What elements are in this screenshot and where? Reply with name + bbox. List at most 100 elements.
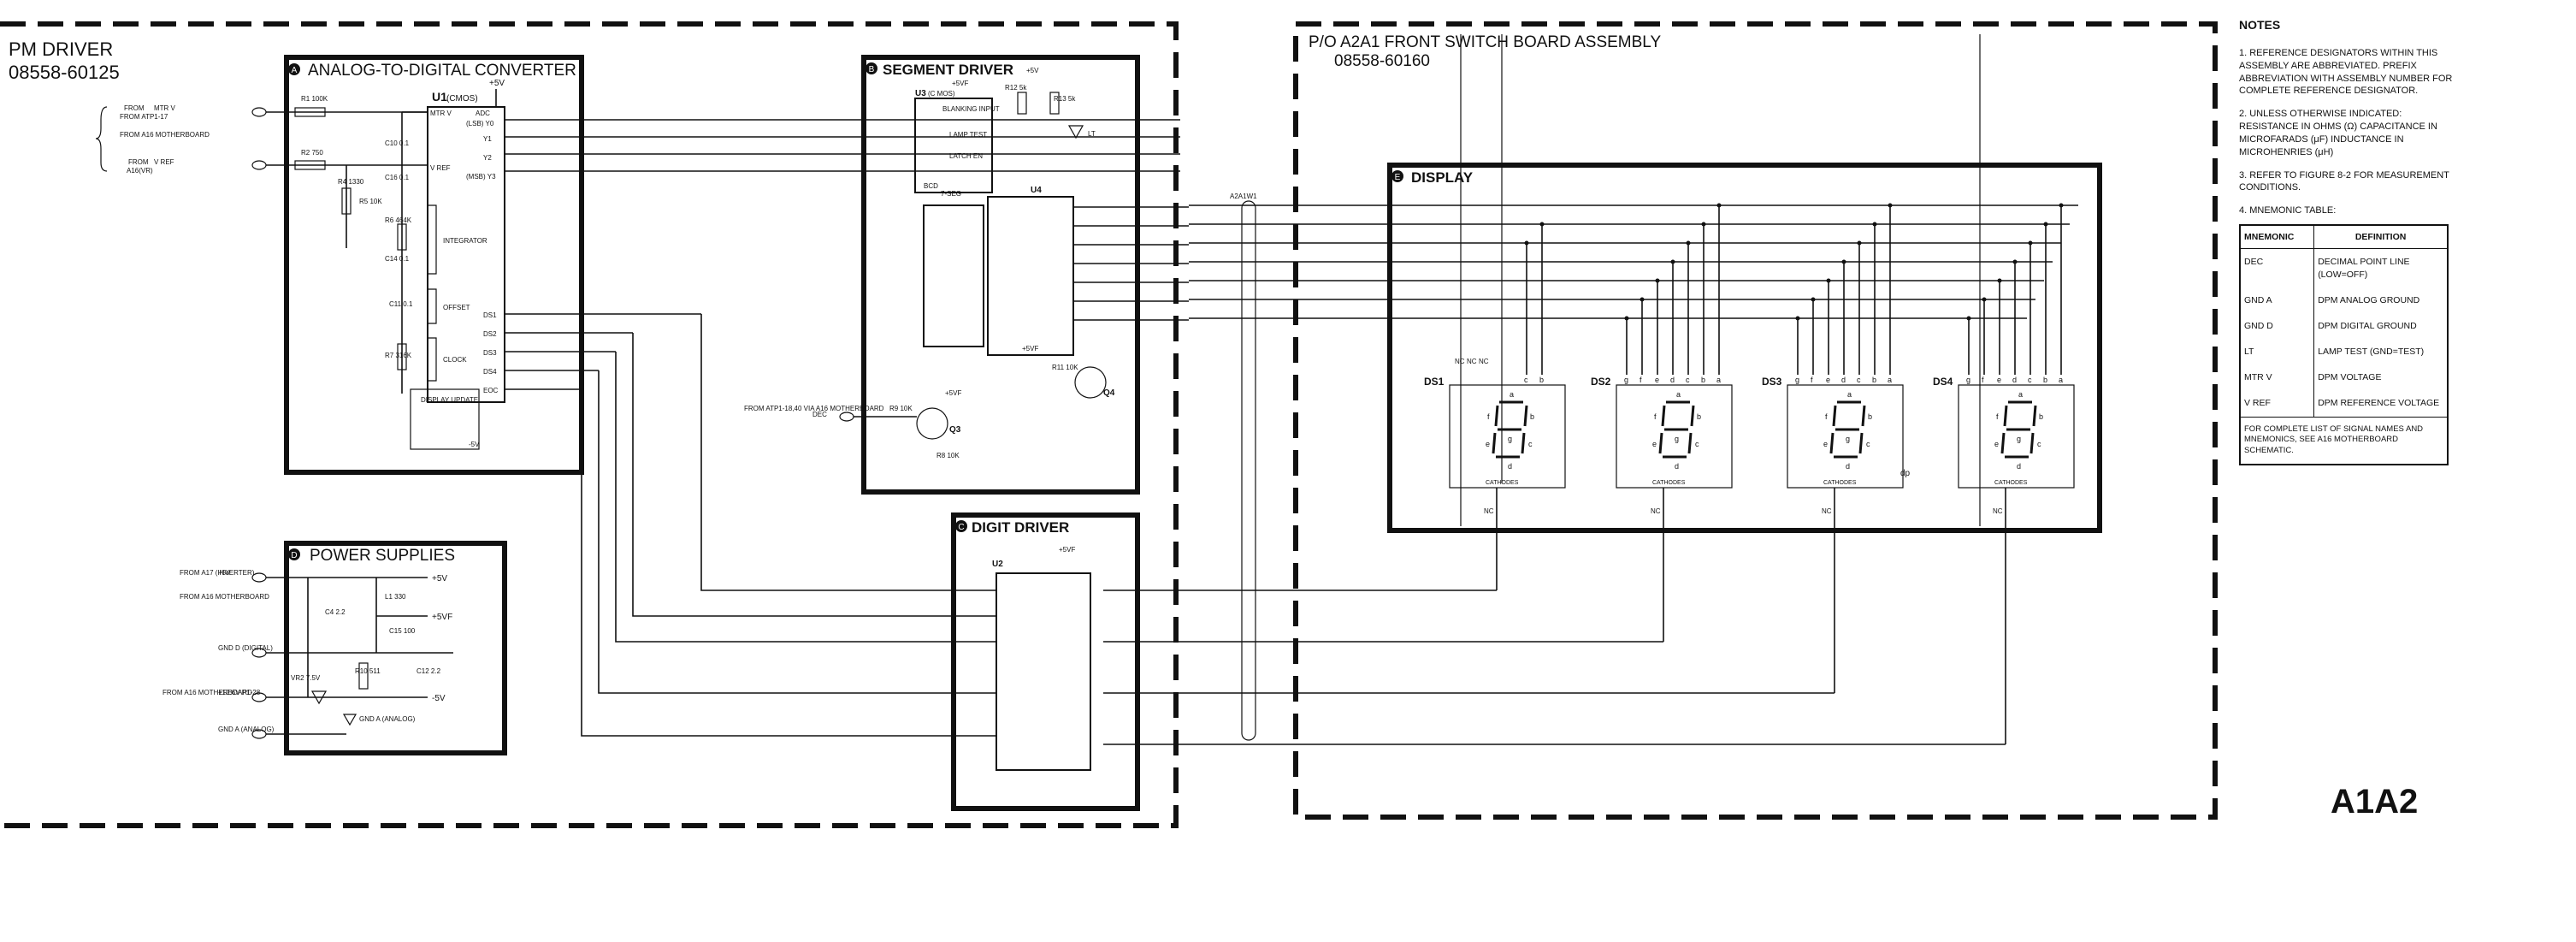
svg-text:C16 0.1: C16 0.1 xyxy=(385,174,410,181)
svg-text:GND A (ANALOG): GND A (ANALOG) xyxy=(359,715,416,723)
svg-text:U1: U1 xyxy=(432,90,447,104)
notes-heading: NOTES xyxy=(2239,18,2281,32)
pin-letter: f xyxy=(1640,376,1642,384)
adc-block: A ANALOG-TO-DIGITAL CONVERTER U1 (CMOS) … xyxy=(95,55,1180,475)
svg-text:R7 316K: R7 316K xyxy=(385,352,412,359)
junction-dot xyxy=(2028,240,2033,246)
digit-title: DIGIT DRIVER xyxy=(972,519,1069,536)
pin-letter: d xyxy=(1670,376,1675,384)
segment-letter: a xyxy=(1510,390,1514,399)
svg-text:FROM: FROM xyxy=(128,158,149,166)
assembly-partno: 08558-60160 xyxy=(1334,52,1430,70)
svg-text:+5VF: +5VF xyxy=(1059,546,1075,554)
segment-letter: e xyxy=(1652,440,1657,448)
left-assembly-frame xyxy=(0,21,1179,828)
junction-dot xyxy=(1539,222,1545,227)
pin-letter: b xyxy=(1872,376,1876,384)
pin-letter: d xyxy=(2012,376,2017,384)
ds-route-line xyxy=(632,333,996,617)
segment-letter: f xyxy=(1825,412,1828,421)
display-module-outline xyxy=(1958,384,2075,489)
svg-text:+5VF: +5VF xyxy=(1022,345,1038,353)
segment-letter: g xyxy=(1508,435,1512,443)
svg-text:U4: U4 xyxy=(1031,186,1042,195)
segment-letter: b xyxy=(2039,412,2043,421)
svg-text:MTR V: MTR V xyxy=(430,110,452,117)
junction-dot xyxy=(1716,203,1722,208)
svg-text:R12 5k: R12 5k xyxy=(1005,84,1027,92)
junction-dot xyxy=(1686,240,1691,246)
display-title: DISPLAY xyxy=(1411,169,1474,186)
svg-text:+5VF: +5VF xyxy=(432,613,452,622)
svg-text:Q3: Q3 xyxy=(949,425,961,435)
segment-letter: b xyxy=(1868,412,1872,421)
segment-letter: e xyxy=(1823,440,1828,448)
junction-dot xyxy=(1857,240,1862,246)
svg-text:+12.6V P1-28: +12.6V P1-28 xyxy=(218,689,261,696)
svg-text:ADC: ADC xyxy=(476,110,490,117)
svg-text:C10 0.1: C10 0.1 xyxy=(385,139,410,147)
segment-letter: d xyxy=(1846,462,1850,471)
nc-label: NC xyxy=(1479,358,1489,365)
ds-route-line xyxy=(598,370,996,694)
left-title: PM DRIVER xyxy=(9,39,113,60)
pin-letter: e xyxy=(1826,376,1830,384)
digit-segment-c xyxy=(1858,432,1864,454)
svg-text:R9 10K: R9 10K xyxy=(889,405,913,412)
svg-text:Y2: Y2 xyxy=(483,154,492,162)
table-header: MNEMONIC xyxy=(2239,224,2315,250)
svg-text:C: C xyxy=(958,523,964,532)
svg-text:R4 1330: R4 1330 xyxy=(338,178,364,186)
svg-text:C12 2.2: C12 2.2 xyxy=(417,667,441,675)
segment-letter: c xyxy=(1528,440,1533,448)
digit-segment-e xyxy=(1658,432,1663,454)
svg-text:LATCH EN: LATCH EN xyxy=(949,152,983,160)
digit-segment-f xyxy=(2003,405,2008,427)
svg-text:A2A1W1: A2A1W1 xyxy=(1230,193,1257,200)
display-label: DS4 xyxy=(1933,376,1953,388)
svg-text:FROM ATP1-18,40 VIA A16 MOTHER: FROM ATP1-18,40 VIA A16 MOTHERBOARD xyxy=(744,405,884,412)
svg-text:FROM A17 (INVERTER): FROM A17 (INVERTER) xyxy=(180,569,255,577)
power-title: POWER SUPPLIES xyxy=(310,547,455,565)
pin-letter: a xyxy=(2059,376,2063,384)
pin-letter: c xyxy=(1524,376,1528,384)
pin-letter: b xyxy=(1539,376,1544,384)
junction-dot xyxy=(1826,278,1831,283)
ds-route-line xyxy=(581,389,996,737)
display-label: DS1 xyxy=(1424,376,1445,388)
svg-text:+5V: +5V xyxy=(489,79,505,88)
pin-letter: c xyxy=(1686,376,1690,384)
svg-text:BLANKING INPUT: BLANKING INPUT xyxy=(942,105,1000,113)
pin-letter: d xyxy=(1841,376,1846,384)
cathodes-label: CATHODES xyxy=(1994,480,2028,486)
svg-text:FROM A16 MOTHERBOARD: FROM A16 MOTHERBOARD xyxy=(180,593,269,601)
digit-segment-f xyxy=(1661,405,1666,427)
svg-text:+5V: +5V xyxy=(432,574,447,584)
svg-text:DISPLAY UPDATE: DISPLAY UPDATE xyxy=(421,396,478,404)
junction-dot xyxy=(1811,297,1816,302)
svg-text:OFFSET: OFFSET xyxy=(443,304,470,311)
nc-label: NC xyxy=(1467,358,1477,365)
svg-text:FROM ATP1-17: FROM ATP1-17 xyxy=(120,113,168,121)
junction-dot xyxy=(1624,316,1629,321)
pin-letter: c xyxy=(2028,376,2032,384)
pin-letter: f xyxy=(1811,376,1813,384)
svg-text:R1 100K: R1 100K xyxy=(301,95,328,103)
left-partno: 08558-60125 xyxy=(9,62,120,83)
svg-text:+5VF: +5VF xyxy=(945,389,961,397)
svg-text:EOC: EOC xyxy=(483,387,499,394)
digit-segment-e xyxy=(2000,432,2006,454)
junction-dot xyxy=(1888,203,1893,208)
display-module-outline xyxy=(1449,384,1566,489)
svg-text:+5VF: +5VF xyxy=(952,80,968,87)
segment-letter: c xyxy=(1695,440,1699,448)
ds-route-line xyxy=(615,352,996,643)
junction-dot xyxy=(1655,278,1660,283)
svg-text:U2: U2 xyxy=(992,560,1003,569)
